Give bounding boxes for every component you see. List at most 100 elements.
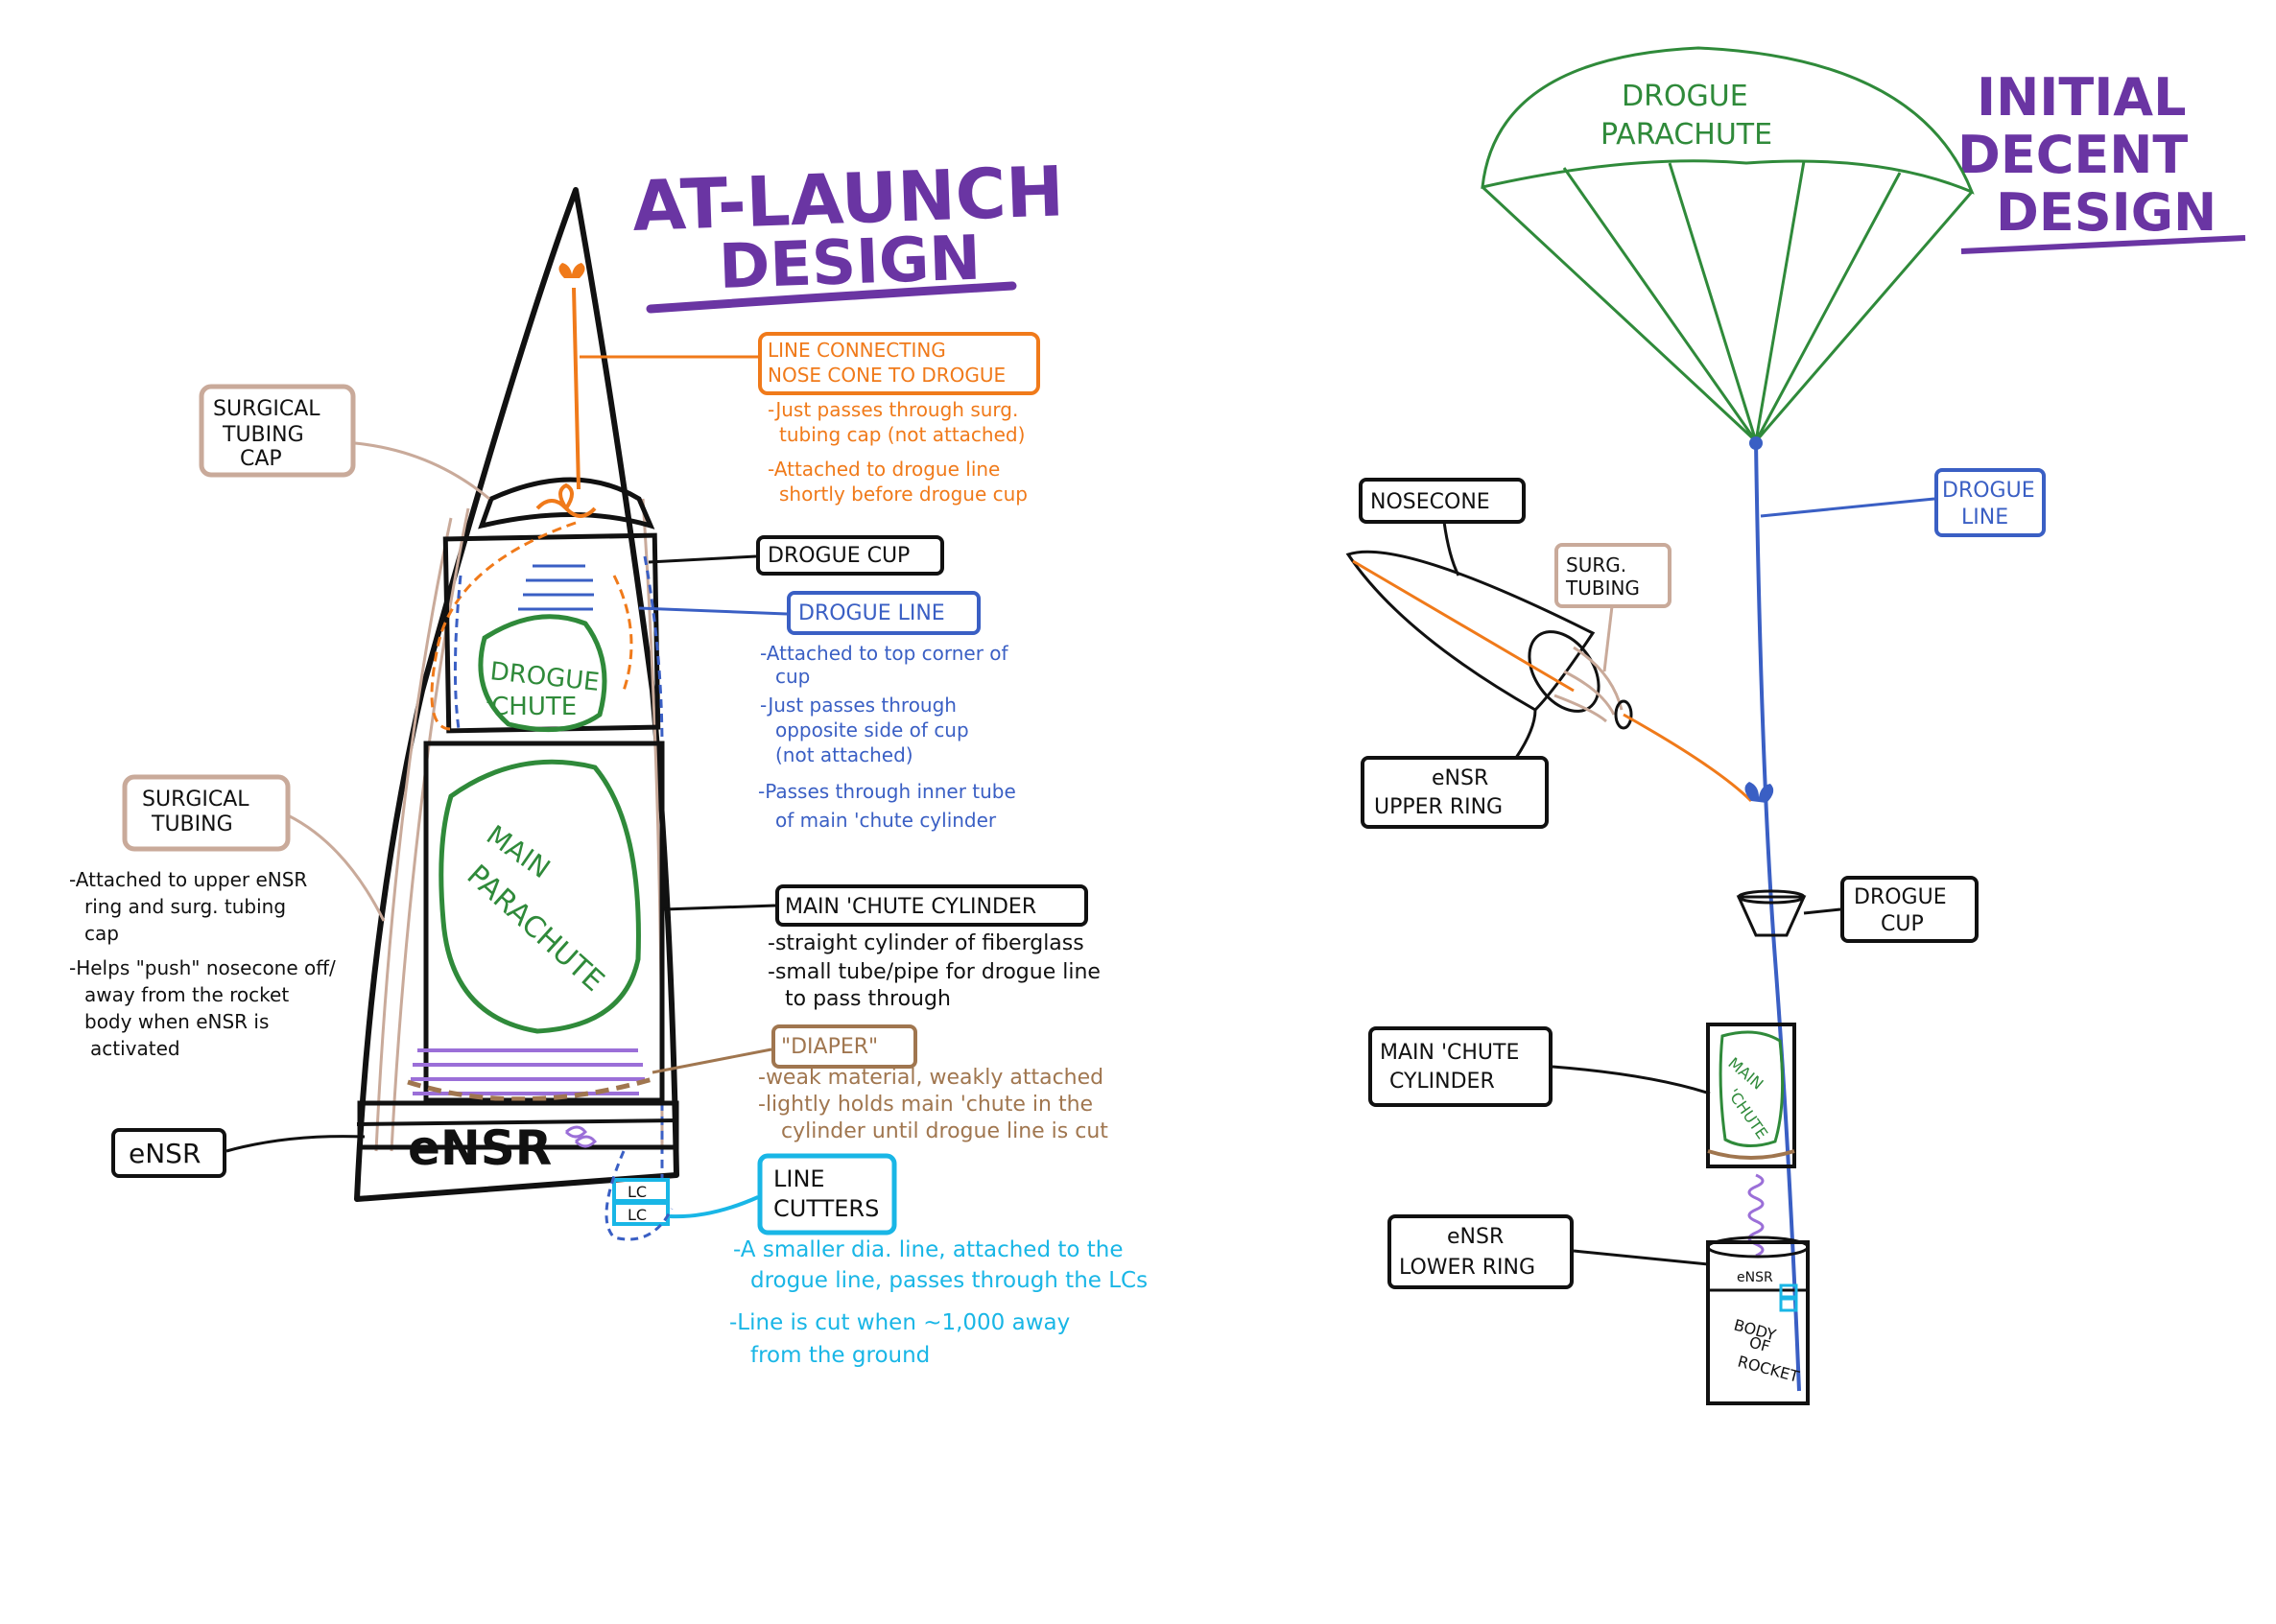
surg-tubing-right-leader xyxy=(1602,605,1614,672)
nose-cone-line-note-2: tubing cap (not attached) xyxy=(779,423,1025,446)
surgical-tubing-notes: -Attached to upper eNSR ring and surg. t… xyxy=(69,868,336,1060)
line-cutters-notes: -A smaller dia. line, attached to the dr… xyxy=(729,1237,1148,1368)
main-chute-cylinder-label-box xyxy=(775,884,1088,927)
nosecone-label: NOSECONE xyxy=(1370,490,1490,514)
ensr-purple-coil xyxy=(564,1125,598,1148)
surg-tubing-label-box xyxy=(1554,543,1671,608)
ensr-upper-ring-label-box xyxy=(1361,756,1549,829)
main-chute-cylinder-note-1: -straight cylinder of fiberglass xyxy=(768,931,1084,955)
surgical-tubing-note-3: cap xyxy=(84,922,119,945)
surgical-tubing-note-1: -Attached to upper eNSR xyxy=(69,868,307,891)
nose-cone-line-note-4: shortly before drogue cup xyxy=(779,482,1028,506)
diaper-label-box xyxy=(771,1024,917,1069)
drogue-cup-right-label-box xyxy=(1840,876,1979,943)
line-cutter-box-2-text: LC xyxy=(628,1206,647,1224)
surgical-tubing-note-5: away from the rocket xyxy=(84,983,289,1006)
body-ensr-band: eNSR xyxy=(1737,1270,1773,1285)
body-line-cutters xyxy=(1779,1283,1798,1312)
line-cutter-box-1-text: LC xyxy=(628,1183,647,1201)
drogue-line-main xyxy=(1754,440,1801,1392)
initial-decent-design: INITIAL DECENT DESIGN DROGUE PARACHUTE D… xyxy=(1345,46,2246,1405)
ensr-lower-ring-label-line1: eNSR xyxy=(1447,1225,1504,1249)
nose-cone-line-note-3: -Attached to drogue line xyxy=(768,458,1000,481)
main-cylinder-shape xyxy=(1706,1023,1796,1168)
line-cutters-note-1: -A smaller dia. line, attached to the xyxy=(733,1237,1124,1262)
nosecone-orange-line xyxy=(1352,559,1753,803)
orange-bow-cap xyxy=(535,482,597,518)
body-of-rocket-line2: OF xyxy=(1747,1333,1772,1356)
drogue-line-note-1: -Attached to top corner of xyxy=(760,642,1009,665)
drogue-parachute-label-line1: DROGUE xyxy=(1622,80,1748,113)
diaper-notes: -weak material, weakly attached -lightly… xyxy=(758,1066,1108,1143)
diaper-leader xyxy=(652,1047,772,1074)
at-launch-title-underline xyxy=(646,281,1017,314)
surgical-tubing-label-line2: TUBING xyxy=(151,812,233,836)
drogue-folds xyxy=(518,564,594,611)
drogue-chute-blob xyxy=(478,614,607,733)
drogue-canopy xyxy=(1481,46,1975,195)
main-chute-cylinder-label: MAIN 'CHUTE CYLINDER xyxy=(785,895,1036,919)
drogue-chute-label-line2: 'CHUTE xyxy=(485,693,577,721)
main-chute-cylinder-leader xyxy=(663,904,776,911)
ensr-lower-ring-label-box xyxy=(1387,1214,1574,1289)
main-cylinder-inner-line2: 'CHUTE xyxy=(1724,1085,1772,1142)
surg-tubing-label-line2: TUBING xyxy=(1565,577,1640,600)
nosecone-base xyxy=(1528,630,1600,713)
line-cutters-leader xyxy=(669,1195,759,1219)
line-cutter-box-2 xyxy=(612,1201,670,1226)
ensr-label: eNSR xyxy=(129,1138,201,1169)
surg-tubing-ring xyxy=(1614,699,1633,730)
drogue-cup-label: DROGUE CUP xyxy=(768,544,910,568)
surgical-tubing-leader xyxy=(287,813,386,922)
surgical-tubing-cap-label-line3: CAP xyxy=(240,447,282,471)
surgical-tubing-strands xyxy=(374,498,664,1152)
drogue-parachute-label-line2: PARACHUTE xyxy=(1600,118,1772,152)
main-cylinder-inner-line1: MAIN xyxy=(1724,1054,1766,1094)
diaper-label: "DIAPER" xyxy=(781,1035,878,1059)
nose-cone-line-notes: -Just passes through surg. tubing cap (n… xyxy=(768,398,1028,506)
nosecone-leader xyxy=(1442,521,1460,577)
ensr-divider xyxy=(356,1118,677,1126)
nose-cone-line-note-1: -Just passes through surg. xyxy=(768,398,1018,421)
drogue-cup-label-box xyxy=(756,535,944,576)
main-cylinder-label-line2: CYLINDER xyxy=(1389,1070,1495,1094)
line-cutters-label-line1: LINE xyxy=(773,1165,825,1192)
main-cylinder-label-line1: MAIN 'CHUTE xyxy=(1380,1041,1519,1065)
drogue-chute-label-line1: DROGUE xyxy=(488,657,601,697)
line-cutters-label-line2: CUTTERS xyxy=(773,1195,879,1222)
main-chute-cylinder-note-2: -small tube/pipe for drogue line xyxy=(768,960,1101,984)
surgical-tubing-note-7: activated xyxy=(90,1037,180,1060)
body-of-rocket-line3: ROCKET xyxy=(1736,1353,1801,1386)
drogue-cup-leader xyxy=(648,554,757,564)
orange-bow-right xyxy=(1744,782,1774,803)
drogue-cup-right-leader xyxy=(1803,907,1841,915)
diaper-brown-line xyxy=(407,1076,653,1102)
surgical-tubing-cap xyxy=(478,477,655,530)
line-cutters-note-3: -Line is cut when ~1,000 away xyxy=(729,1310,1070,1335)
decent-title-underline xyxy=(1960,235,2246,254)
drogue-line-knot xyxy=(1749,436,1763,450)
at-launch-design: AT-LAUNCH DESIGN DROGUE 'CHUTE MAIN PARA… xyxy=(69,151,1148,1368)
ensr-body-text: eNSR xyxy=(408,1120,552,1176)
nose-cone-line-label-line1: LINE CONNECTING xyxy=(768,339,946,362)
surgical-tubing-cap-label-line1: SURGICAL xyxy=(213,397,320,421)
surgical-tubing-label-line1: SURGICAL xyxy=(142,788,249,812)
line-cutters-note-2: drogue line, passes through the LCs xyxy=(750,1268,1148,1293)
drogue-cup-shape xyxy=(1736,895,1807,937)
decent-title-line1: INITIAL xyxy=(1977,67,2187,128)
diaper-note-2: -lightly holds main 'chute in the xyxy=(758,1093,1093,1117)
drogue-cup-right-label-line2: CUP xyxy=(1881,912,1924,936)
ensr-leader xyxy=(225,1135,366,1153)
drogue-line-note-2: cup xyxy=(775,665,810,688)
ensr-lower-ring-label-line2: LOWER RING xyxy=(1399,1256,1535,1280)
line-cutters-note-4: from the ground xyxy=(750,1343,930,1368)
drogue-line-note-5: (not attached) xyxy=(775,743,913,766)
body-top-ellipse xyxy=(1706,1236,1810,1259)
diaper-note-3: cylinder until drogue line is cut xyxy=(781,1119,1108,1143)
orange-dashed-path xyxy=(430,521,633,731)
rocket-outline xyxy=(354,187,679,1202)
surgical-tubing-note-2: ring and surg. tubing xyxy=(84,895,286,918)
at-launch-title-line1: AT-LAUNCH xyxy=(631,151,1065,247)
drogue-line-label-line2: LINE xyxy=(1961,506,2008,530)
